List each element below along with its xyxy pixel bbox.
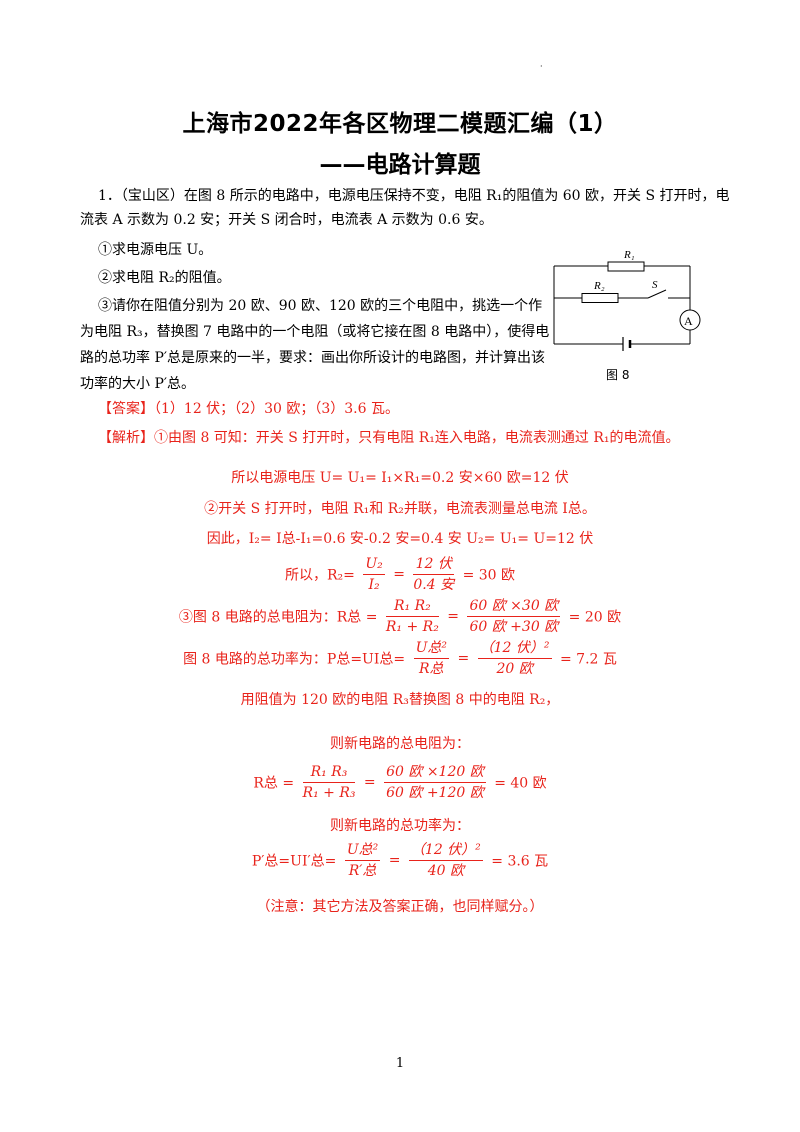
math-new-power-frac-2: （12 伏）² 40 欧 [408, 840, 483, 881]
switch-label: S [652, 279, 658, 291]
answer-text: （1）12 伏；（2）30 欧；（3）3.6 瓦。 [154, 401, 399, 417]
math-total-resistance-den-2: 60 欧 +30 欧 [469, 619, 559, 635]
math-total-power-frac-2: （12 伏）² 20 欧 [477, 638, 552, 679]
solution-step-4: 因此，I₂= I总-I₁=0.6 安-0.2 安=0.4 安 U₂= U₁= U… [206, 531, 594, 547]
math-total-resistance-num-1: R₁ R₂ [385, 596, 439, 617]
math-total-resistance-frac-1: R₁ R₂ R₁ + R₂ [385, 596, 439, 637]
page-dot: · [540, 62, 543, 71]
math-new-resistance-num-2: 60 欧 ×120 欧 [384, 762, 486, 783]
math-new-resistance-result: = 40 欧 [494, 775, 547, 792]
math-r2: 所以，R₂= U₂ I₂ = 12 伏 0.4 安 = 30 欧 [0, 554, 800, 595]
math-total-power-num-2: （12 伏）² [477, 638, 552, 659]
math-total-power-num-1: U总² [413, 638, 449, 659]
math-r2-eq: = [393, 566, 405, 583]
math-new-power-eq: = [388, 852, 401, 869]
math-total-resistance-prefix: ③图 8 电路的总电阻为：R总 = [178, 609, 378, 626]
circuit-figure: R₁ R₂ S A 图 8 [548, 246, 708, 382]
math-total-power-den-2: 20 欧 [496, 661, 533, 677]
answer-line: 【答案】（1）12 伏；（2）30 欧；（3）3.6 瓦。 [98, 399, 399, 419]
math-total-resistance-num-2: 60 欧 ×30 欧 [467, 596, 561, 617]
ammeter-label: A [684, 314, 693, 328]
math-new-resistance-prefix: R总 = [253, 775, 295, 792]
solution-step-2: 所以电源电压 U= U₁= I₁×R₁=0.2 安×60 欧=12 伏 [231, 470, 569, 486]
math-r2-num-2: 12 伏 [413, 554, 455, 575]
math-new-power-den-1: R′总 [348, 863, 377, 879]
answer-label: 【答案】 [98, 401, 154, 417]
r2-label: R₂ [593, 280, 605, 292]
math-total-resistance-result: = 20 欧 [568, 609, 622, 626]
solution-note: （注意：其它方法及答案正确，也同样赋分。） [256, 899, 544, 915]
problem-line-2: 流表 A 示数为 0.2 安；开关 S 闭合时，电流表 A 示数为 0.6 安。 [80, 212, 493, 228]
math-new-resistance-frac-2: 60 欧 ×120 欧 60 欧 +120 欧 [384, 762, 486, 803]
page-subtitle: ——电路计算题 [319, 152, 481, 178]
math-total-power-den-1: R总 [419, 661, 444, 677]
math-total-resistance-frac-2: 60 欧 ×30 欧 60 欧 +30 欧 [467, 596, 561, 637]
math-new-resistance-den-2: 60 欧 +120 欧 [386, 785, 484, 801]
math-new-power-prefix: P′总=UI′总= [251, 853, 337, 870]
solution-step-6: 则新电路的总电阻为： [330, 736, 470, 752]
math-new-power-num-1: U总² [344, 840, 381, 861]
figure-caption: 图 8 [606, 368, 630, 382]
math-new-resistance-num-1: R₁ R₃ [302, 762, 356, 783]
question-1: ①求电源电压 U。 [98, 242, 213, 258]
math-new-power-result: = 3.6 瓦 [491, 853, 549, 870]
solution-step-5: 用阻值为 120 欧的电阻 R₃替换图 8 中的电阻 R₂， [240, 692, 560, 708]
page-title: 上海市2022年各区物理二模题汇编（1） [182, 111, 618, 137]
math-new-power-num-2: （12 伏）² [408, 840, 483, 861]
math-r2-den-2: 0.4 安 [413, 577, 455, 593]
math-total-power-result: = 7.2 瓦 [559, 651, 617, 668]
question-2: ②求电阻 R₂的阻值。 [98, 270, 231, 286]
math-total-resistance: ③图 8 电路的总电阻为：R总 = R₁ R₂ R₁ + R₂ = 60 欧 ×3… [0, 596, 800, 637]
math-r2-result: = 30 欧 [462, 567, 516, 584]
math-new-resistance-den-1: R₁ + R₃ [302, 785, 356, 801]
math-total-resistance-eq: = [447, 608, 460, 625]
problem-line-1: 1．（宝山区）在图 8 所示的电路中，电源电压保持不变，电阻 R₁的阻值为 60… [98, 188, 730, 204]
solution-step-3: ②开关 S 打开时，电阻 R₁和 R₂并联，电流表测量总电流 I总。 [204, 501, 596, 517]
r1-label: R₁ [623, 249, 635, 261]
solution-label: 【解析】 [98, 430, 154, 446]
math-new-resistance-frac-1: R₁ R₃ R₁ + R₃ [302, 762, 356, 803]
solution-line-1: 【解析】①由图 8 可知：开关 S 打开时，只有电阻 R₁连入电路，电流表测通过… [98, 428, 680, 448]
question-3-line-1: ③请你在阻值分别为 20 欧、90 欧、120 欧的三个电阻中，挑选一个作 [98, 298, 543, 314]
math-new-power-den-2: 40 欧 [427, 863, 464, 879]
math-r2-frac-1: U₂ I₂ [363, 554, 385, 595]
math-total-power-prefix: 图 8 电路的总功率为：P总=UI总= [183, 651, 406, 668]
question-3-line-3: 路的总功率 P′总是原来的一半，要求：画出你所设计的电路图，并计算出该 [80, 350, 546, 366]
page-number: 1 [395, 1056, 405, 1071]
math-total-power-eq: = [457, 650, 470, 667]
solution-step-7: 则新电路的总功率为： [330, 818, 470, 834]
math-new-resistance-eq: = [363, 774, 376, 791]
circuit-diagram: R₁ R₂ S A [553, 249, 701, 351]
math-new-power-frac-1: U总² R′总 [344, 840, 381, 881]
math-r2-num-1: U₂ [363, 554, 385, 575]
solution-step-1: ①由图 8 可知：开关 S 打开时，只有电阻 R₁连入电路，电流表测通过 R₁的… [154, 430, 680, 446]
math-r2-frac-2: 12 伏 0.4 安 [413, 554, 455, 595]
math-total-resistance-den-1: R₁ + R₂ [385, 619, 439, 635]
math-r2-prefix: 所以，R₂= [284, 567, 355, 584]
math-new-power: P′总=UI′总= U总² R′总 = （12 伏）² 40 欧 = 3.6 瓦 [0, 840, 800, 881]
math-new-resistance: R总 = R₁ R₃ R₁ + R₃ = 60 欧 ×120 欧 60 欧 +120… [0, 762, 800, 803]
math-total-power-frac-1: U总² R总 [413, 638, 449, 679]
question-3-line-2: 为电阻 R₃，替换图 7 电路中的一个电阻（或将它接在图 8 电路中），使得电 [80, 324, 550, 340]
question-3-line-4: 功率的大小 P′总。 [80, 376, 196, 392]
math-r2-den-1: I₂ [368, 577, 380, 593]
